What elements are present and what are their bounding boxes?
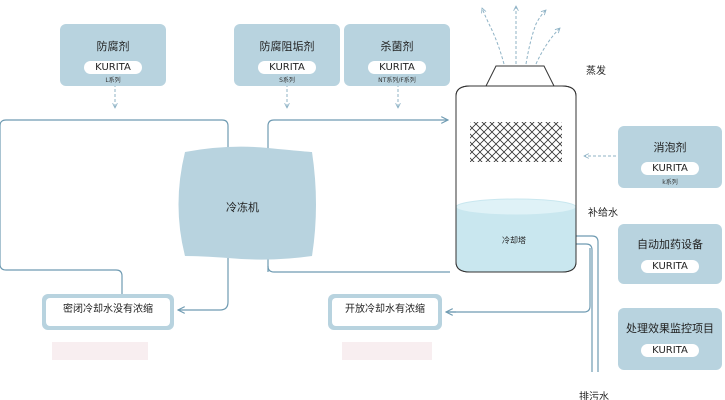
kurita-brand-label: KURITA (84, 61, 142, 74)
closed-cooling-water-label: 密闭冷却水没有浓缩 (46, 298, 170, 326)
anticorrosion-antiscale-title: 防腐阻垢剂 (259, 40, 315, 53)
evaporation-arrow-mid2 (525, 10, 546, 65)
open-destination-line (446, 248, 591, 312)
open-return-segment (382, 276, 450, 294)
closed-return-line (178, 258, 229, 310)
defoamer-box: 消泡剂 KURITA k系列 (618, 126, 722, 188)
monitoring-box: 处理效果监控项目 KURITA (618, 308, 722, 370)
open-cooling-water-box: 开放冷却水有浓缩 (328, 294, 442, 330)
auto-dosing-title: 自动加药设备 (637, 238, 703, 251)
tower-fill-media (470, 122, 562, 162)
anticorrosion-box: 防腐剂 KURITA L系列 (60, 24, 166, 86)
evaporation-label: 蒸发 (586, 66, 606, 77)
kurita-brand-label: KURITA (641, 260, 699, 273)
biocide-series: NT系列/F系列 (378, 77, 416, 84)
closed-loop-line (0, 119, 229, 294)
anticorrosion-series: L系列 (105, 77, 121, 84)
closed-cooling-water-box: 密闭冷却水没有浓缩 (42, 294, 174, 330)
chiller-label: 冷冻机 (226, 201, 259, 214)
makeup-water-label: 补给水 (588, 208, 618, 219)
placeholder-block-left (52, 342, 148, 360)
biocide-title: 杀菌剂 (380, 40, 414, 53)
tower-body-outline (455, 85, 577, 273)
defoamer-title: 消泡剂 (653, 141, 687, 154)
defoamer-series: k系列 (662, 179, 678, 186)
blowdown-label: 排污水 (579, 392, 609, 400)
return-line-from-tower (267, 258, 450, 273)
tower-water (456, 200, 576, 272)
blowdown-line (576, 243, 593, 372)
tower-water-surface (455, 198, 577, 216)
tower-fan-housing (485, 65, 555, 87)
kurita-brand-label: KURITA (641, 344, 699, 357)
monitoring-title: 处理效果监控项目 (626, 322, 714, 335)
kurita-brand-label: KURITA (258, 61, 316, 74)
open-cooling-water-label: 开放冷却水有浓缩 (332, 298, 438, 326)
anticorrosion-title: 防腐剂 (96, 40, 130, 53)
chiller-body (178, 146, 316, 260)
anticorrosion-antiscale-box: 防腐阻垢剂 KURITA S系列 (234, 24, 340, 86)
kurita-brand-label: KURITA (368, 61, 426, 74)
supply-line-to-tower (267, 120, 448, 150)
biocide-box: 杀菌剂 KURITA NT系列/F系列 (344, 24, 450, 86)
evaporation-arrow-left (482, 8, 505, 65)
cooling-tower-label: 冷却塔 (502, 236, 526, 245)
evaporation-arrow-right (535, 28, 560, 65)
kurita-brand-label: KURITA (641, 162, 699, 175)
makeup-water-line (576, 235, 599, 372)
anticorrosion-antiscale-series: S系列 (279, 77, 295, 84)
placeholder-block-right (342, 342, 432, 360)
auto-dosing-box: 自动加药设备 KURITA (618, 224, 722, 284)
